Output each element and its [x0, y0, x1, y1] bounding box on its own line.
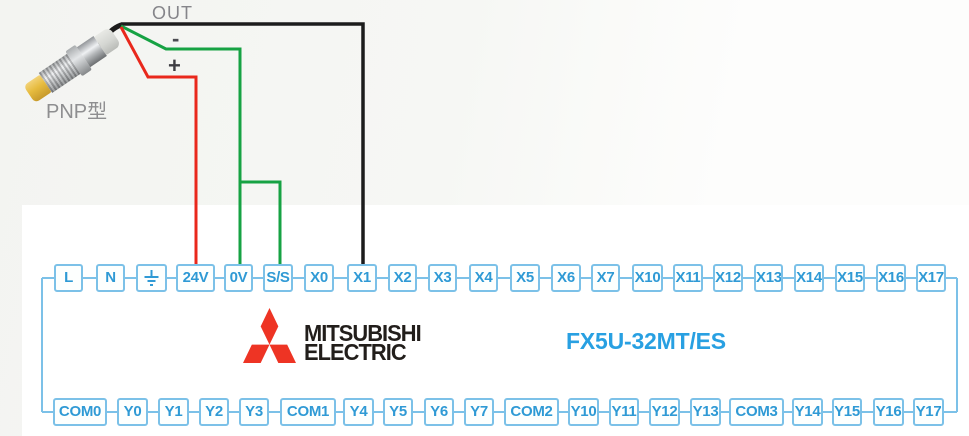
wire-label-plus: + — [168, 53, 181, 78]
terminal-x6: X6 — [551, 264, 581, 292]
mitsubishi-logo: MITSUBISHI ELECTRIC — [243, 308, 427, 365]
terminal-y6: Y6 — [424, 398, 454, 426]
terminal-y3: Y3 — [239, 398, 269, 426]
brand-line2: ELECTRIC — [304, 339, 407, 365]
terminal-bus-outline — [41, 277, 958, 413]
terminal-com3: COM3 — [729, 398, 784, 426]
terminal-com1: COM1 — [280, 398, 336, 426]
terminal-x14: X14 — [794, 264, 824, 292]
terminal-y16: Y16 — [873, 398, 904, 426]
wire-minus-green — [120, 24, 242, 264]
terminal-y11: Y11 — [609, 398, 639, 426]
terminal-x15: X15 — [835, 264, 865, 292]
wire-label-out: OUT — [152, 3, 193, 23]
terminal-x5: X5 — [510, 264, 540, 292]
plc-panel-background — [22, 205, 969, 436]
terminal-x10: X10 — [632, 264, 663, 292]
terminal-y17: Y17 — [913, 398, 944, 426]
terminal-0v: 0V — [224, 264, 253, 292]
terminal-com0: COM0 — [53, 398, 107, 426]
earth-ground-icon — [144, 270, 159, 286]
terminal-x4: X4 — [469, 264, 498, 292]
terminal-y0: Y0 — [117, 398, 148, 426]
wire-out-black — [121, 22, 365, 264]
terminal-y7: Y7 — [464, 398, 494, 426]
terminal-x12: X12 — [713, 264, 743, 292]
wire-plus-red — [119, 26, 198, 264]
plc-model-label: FX5U-32MT/ES — [566, 328, 726, 354]
terminal-x7: X7 — [591, 264, 620, 292]
terminal-x16: X16 — [876, 264, 906, 292]
terminal-x11: X11 — [673, 264, 703, 292]
terminal-y12: Y12 — [649, 398, 680, 426]
terminal-y15: Y15 — [832, 398, 862, 426]
terminal-y2: Y2 — [199, 398, 229, 426]
terminal-ground — [136, 264, 167, 292]
terminal-com2: COM2 — [504, 398, 559, 426]
terminal-x1: X1 — [347, 264, 377, 292]
terminal-y1: Y1 — [158, 398, 189, 426]
mitsubishi-wordmark: MITSUBISHI ELECTRIC — [304, 320, 422, 365]
terminal-24v: 24V — [176, 264, 215, 292]
terminal-y4: Y4 — [343, 398, 374, 426]
terminal-ss: S/S — [263, 264, 293, 292]
mitsubishi-three-diamond-icon — [243, 308, 296, 363]
terminal-x13: X13 — [754, 264, 783, 292]
sensor-type-label: PNP型 — [46, 101, 108, 123]
wire-minus-branch-green — [240, 180, 282, 264]
terminal-y13: Y13 — [690, 398, 721, 426]
terminal-l: L — [54, 264, 83, 292]
terminal-n: N — [96, 264, 125, 292]
terminal-y14: Y14 — [792, 398, 823, 426]
terminal-x3: X3 — [428, 264, 457, 292]
brand-line1: MITSUBISHI — [304, 320, 422, 346]
terminal-x2: X2 — [388, 264, 417, 292]
terminal-x17: X17 — [916, 264, 946, 292]
wire-label-minus: - — [172, 26, 180, 51]
terminal-x0: X0 — [304, 264, 334, 292]
terminal-y5: Y5 — [383, 398, 413, 426]
terminal-y10: Y10 — [568, 398, 599, 426]
